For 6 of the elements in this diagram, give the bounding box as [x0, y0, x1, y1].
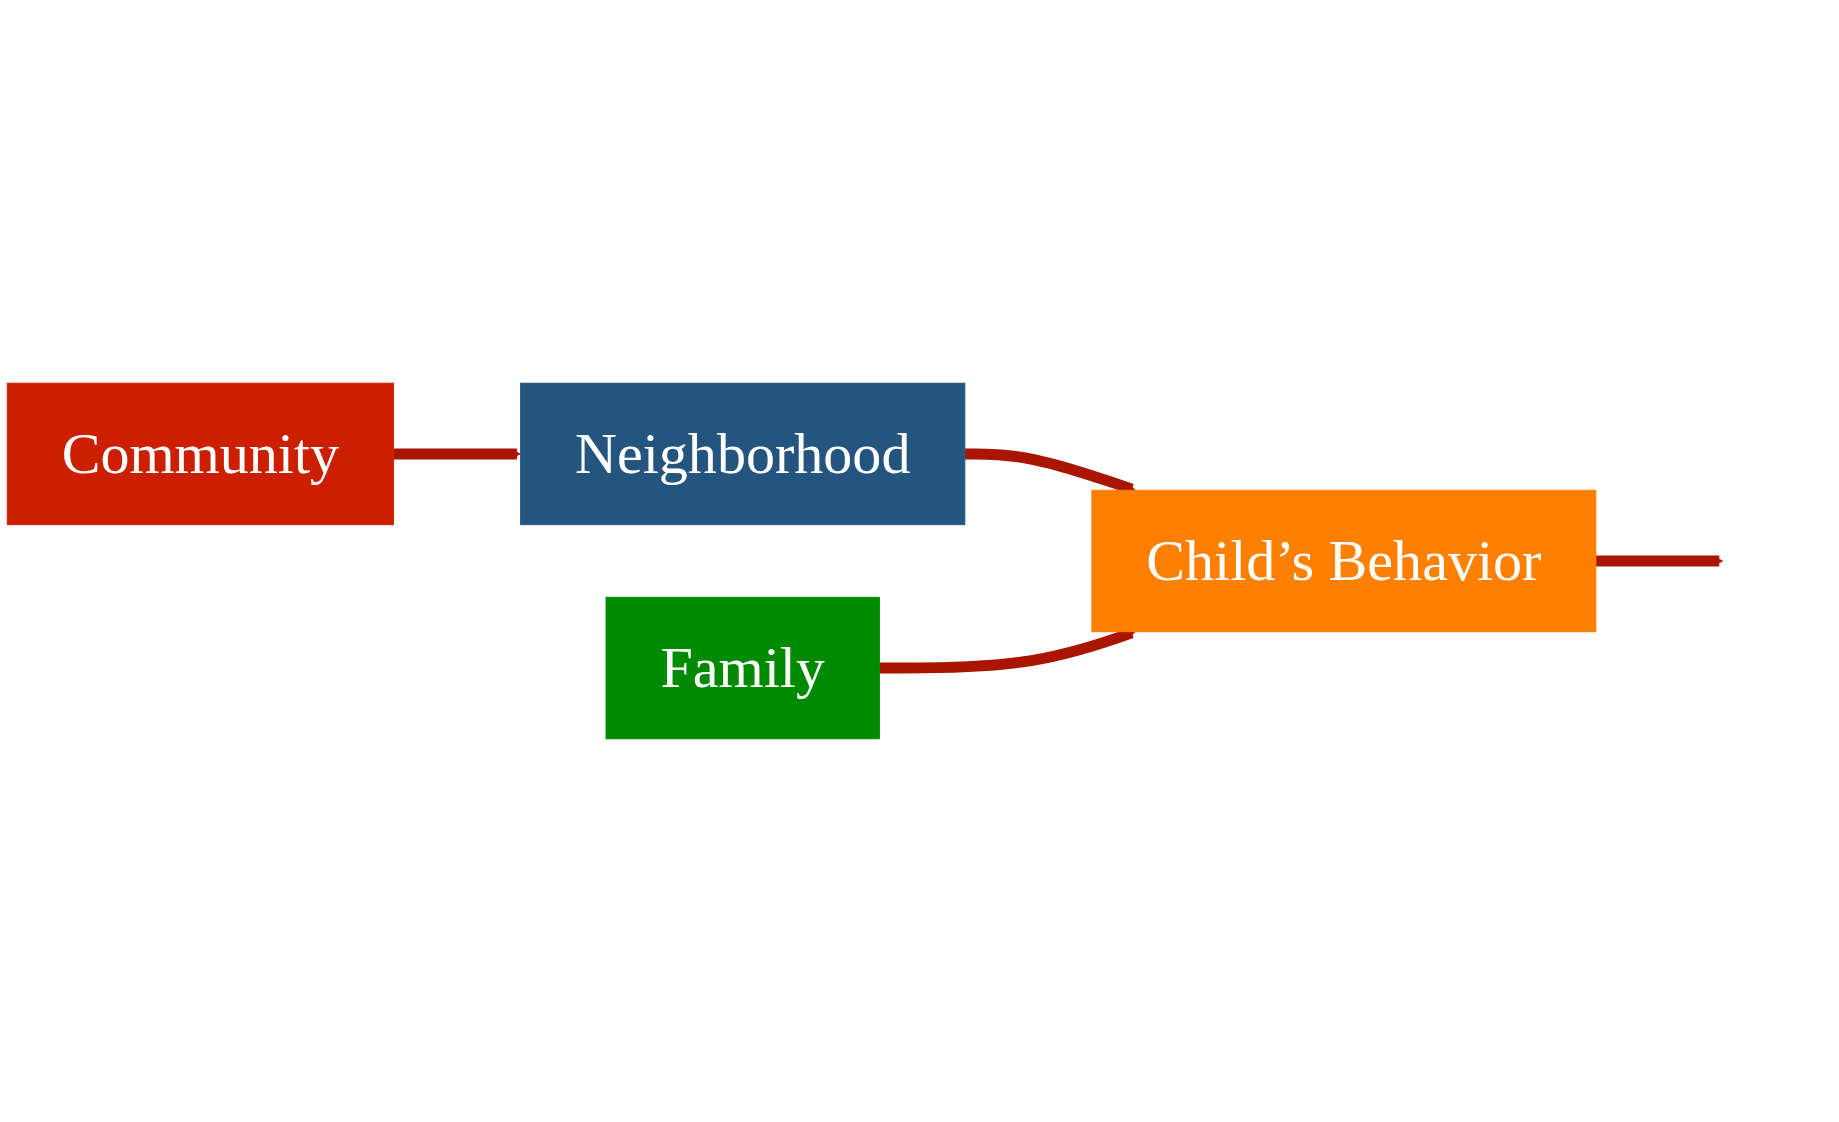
node-box: Neighborhood	[520, 382, 966, 526]
arrow	[393, 448, 521, 460]
node-box: Community	[6, 382, 394, 526]
arrow	[1595, 555, 1724, 567]
node-box: Family	[605, 596, 880, 740]
node-box: Child’s Behavior	[1091, 489, 1597, 633]
